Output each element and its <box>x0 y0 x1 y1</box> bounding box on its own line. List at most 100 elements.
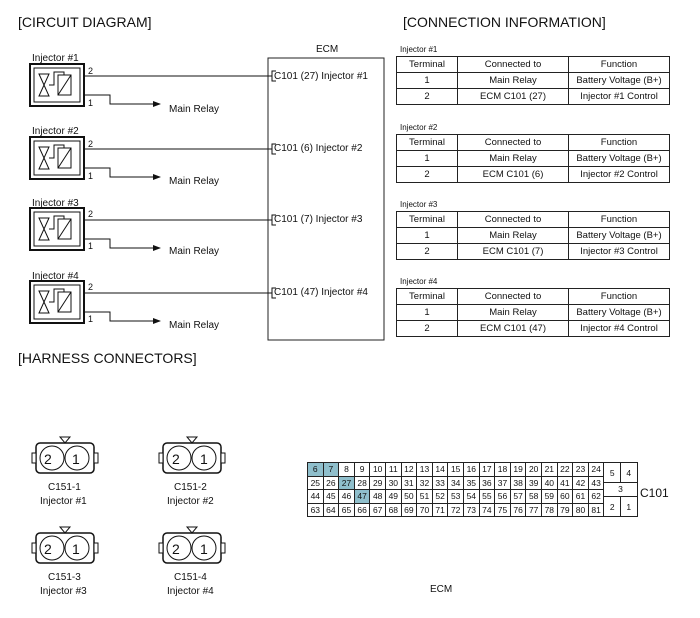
pin-circle <box>64 535 90 561</box>
injector-inner <box>33 67 81 103</box>
connector-name: Injector #1 <box>40 496 87 507</box>
ecm-connector-bracket <box>271 70 276 82</box>
c101-pin: 12 <box>400 462 418 477</box>
c101-pin: 27 <box>338 475 355 490</box>
coil-diagonal <box>57 218 72 240</box>
pin-circle <box>39 445 65 471</box>
c101-pin: 55 <box>478 489 496 504</box>
c101-pin: 42 <box>572 475 589 490</box>
c101-pin: 17 <box>478 462 496 477</box>
c101-pin: 74 <box>478 502 496 517</box>
coil-diagonal <box>57 74 72 96</box>
cell: 2 <box>396 166 458 183</box>
c101-pin: 13 <box>416 462 433 477</box>
connector-tab <box>158 542 164 554</box>
cell: ECM C101 (27) <box>457 88 569 105</box>
pin-1-label: 1 <box>88 98 94 108</box>
circuit-diagram-heading: [CIRCUIT DIAGRAM] <box>18 14 152 30</box>
c101-pin: 26 <box>322 475 340 490</box>
connector-id: C151-4 <box>174 572 207 583</box>
c101-pin: 24 <box>587 462 605 477</box>
ecm-pin-label: C101 (47) Injector #4 <box>274 287 368 298</box>
c101-pin: 79 <box>556 502 574 517</box>
c101-pin: 56 <box>494 489 511 504</box>
table-title: Injector #1 <box>400 45 438 54</box>
wire-to-relay <box>84 94 161 107</box>
c101-pin: 33 <box>431 475 449 490</box>
c101-pin: 16 <box>463 462 480 477</box>
coil-diagonal <box>57 291 72 313</box>
c101-pin: 69 <box>400 502 418 517</box>
c101-pin: 40 <box>541 475 558 490</box>
injector-symbol <box>29 63 85 107</box>
pin-1: 1 <box>200 541 208 557</box>
pin-circle <box>64 445 90 471</box>
pin-2-label: 2 <box>88 282 94 292</box>
valve-icon <box>38 290 50 314</box>
wire <box>49 215 65 230</box>
main-relay-label: Main Relay <box>169 176 220 187</box>
cell: Battery Voltage (B+) <box>568 227 670 244</box>
key-triangle-icon <box>58 436 72 444</box>
c101-pin: 41 <box>556 475 574 490</box>
cell: Battery Voltage (B+) <box>568 304 670 321</box>
c101-side-pin: 1 <box>620 495 638 517</box>
injector-inner <box>33 211 81 247</box>
cell: ECM C101 (7) <box>457 243 569 260</box>
c101-pin: 68 <box>385 502 402 517</box>
ecm-connector-bracket <box>271 287 276 299</box>
ecm-pin-label: C101 (6) Injector #2 <box>274 143 363 154</box>
c101-pin: 9 <box>353 462 371 477</box>
c101-side-pin: 2 <box>603 495 621 517</box>
cell: Battery Voltage (B+) <box>568 150 670 167</box>
c101-pin: 75 <box>494 502 511 517</box>
c101-pin: 59 <box>541 489 558 504</box>
cell: 1 <box>396 72 458 89</box>
pin-1: 1 <box>72 451 80 467</box>
connector-id: C151-3 <box>48 572 81 583</box>
cell: 2 <box>396 88 458 105</box>
pin-circle <box>191 445 217 471</box>
col-header: Terminal <box>396 56 458 73</box>
injector-symbol <box>29 280 85 324</box>
c101-pin: 73 <box>463 502 480 517</box>
c101-pin: 70 <box>416 502 433 517</box>
cell: Battery Voltage (B+) <box>568 72 670 89</box>
pin-1: 1 <box>200 451 208 467</box>
c101-pin: 29 <box>369 475 386 490</box>
cell: Injector #2 Control <box>568 166 670 183</box>
c101-pin: 64 <box>322 502 340 517</box>
c101-pin: 30 <box>385 475 402 490</box>
c101-pin: 37 <box>494 475 511 490</box>
col-header: Function <box>568 134 670 151</box>
c101-pin: 8 <box>338 462 355 477</box>
valve-icon <box>38 217 50 241</box>
ecm-bottom-label: ECM <box>430 584 453 595</box>
c101-pin: 25 <box>307 475 324 490</box>
pin-2-label: 2 <box>88 139 94 149</box>
c101-side-pin: 3 <box>603 482 638 497</box>
cell: Injector #1 Control <box>568 88 670 105</box>
c101-pin: 54 <box>463 489 480 504</box>
ecm-pin-label: C101 (27) Injector #1 <box>274 71 368 82</box>
wire-to-relay <box>84 311 161 324</box>
c101-pin: 50 <box>400 489 418 504</box>
ecm-box <box>267 57 385 341</box>
table-title: Injector #3 <box>400 200 438 209</box>
injector-label: Injector #2 <box>32 126 79 137</box>
c101-pin: 21 <box>541 462 558 477</box>
injector-symbol <box>29 207 85 251</box>
c101-side-pin: 5 <box>603 462 621 484</box>
c101-pin: 32 <box>416 475 433 490</box>
pin-circle <box>166 445 192 471</box>
pin-2: 2 <box>172 451 180 467</box>
wire <box>49 71 65 86</box>
